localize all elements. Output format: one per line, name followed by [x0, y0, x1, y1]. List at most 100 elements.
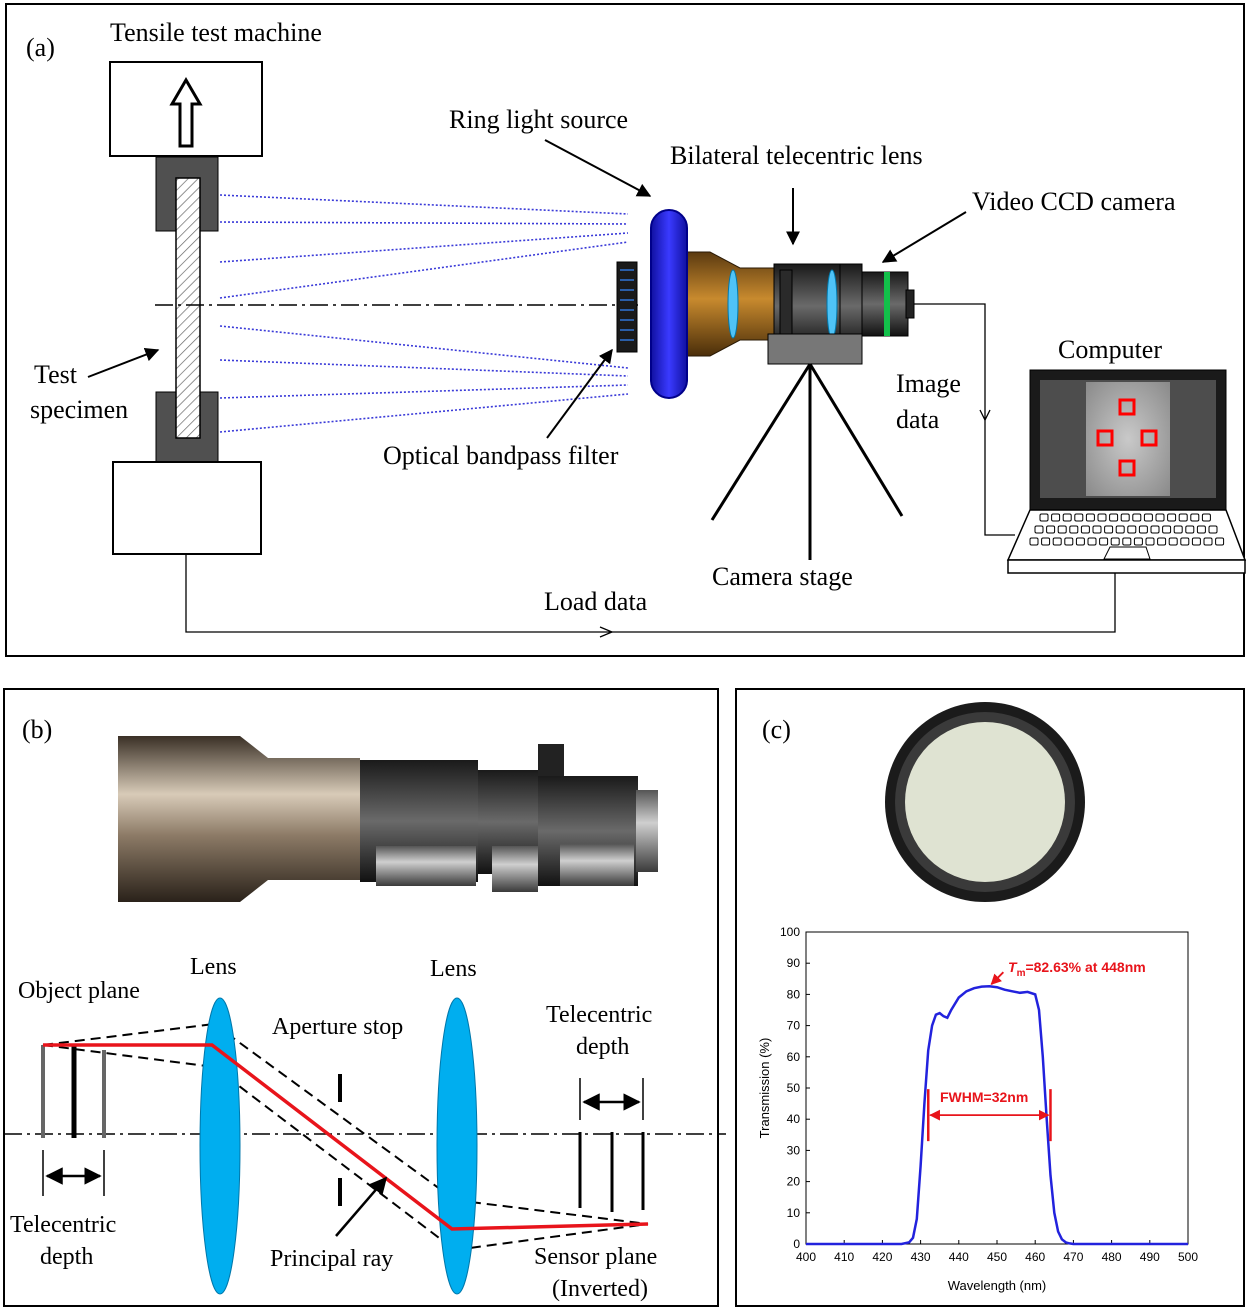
telecentric-lens-label: Bilateral telecentric lens — [670, 141, 923, 170]
lens-element-2 — [826, 269, 838, 339]
key-1-15 — [1208, 525, 1218, 534]
key-2-6 — [1099, 537, 1109, 546]
key-2-1 — [1041, 537, 1051, 546]
key-1-5 — [1092, 525, 1102, 534]
object-planes — [41, 1045, 106, 1138]
aperture-stop-label: Aperture stop — [272, 1014, 403, 1040]
key-1-1 — [1046, 525, 1056, 534]
key-2-13 — [1180, 537, 1190, 546]
specimen-pointer — [87, 348, 160, 378]
y-tick-label-5: 50 — [787, 1081, 801, 1095]
laptop-touchpad — [1103, 546, 1151, 560]
load-data-cable — [185, 554, 1116, 633]
key-1-2 — [1057, 525, 1067, 534]
key-1-4 — [1080, 525, 1090, 534]
test-specimen — [175, 177, 201, 439]
x-tick-label-5: 450 — [987, 1250, 1007, 1264]
peak-label-symbol: T — [1008, 959, 1018, 975]
tele-depth-right-label-2: depth — [576, 1034, 629, 1060]
y-tick-label-3: 30 — [787, 1143, 801, 1157]
ccd-camera-label: Video CCD camera — [972, 187, 1176, 216]
lens-left — [199, 997, 241, 1295]
filter-pointer — [546, 348, 613, 439]
key-1-0 — [1034, 525, 1044, 534]
lens-element-1 — [727, 269, 739, 339]
key-2-2 — [1052, 537, 1062, 546]
sensor-plane-label-1: Sensor plane — [534, 1244, 657, 1270]
key-2-9 — [1133, 537, 1143, 546]
key-2-5 — [1087, 537, 1097, 546]
key-1-11 — [1162, 525, 1172, 534]
ccd-camera-connector — [905, 289, 915, 319]
key-0-4 — [1085, 513, 1095, 522]
pull-direction-arrow-icon — [169, 77, 203, 148]
peak-label-subscript: m — [1017, 968, 1026, 979]
principal-ray-pointer — [335, 1176, 388, 1237]
y-tick-label-6: 60 — [787, 1050, 801, 1064]
lens-right-label: Lens — [430, 956, 477, 982]
key-1-12 — [1173, 525, 1183, 534]
x-tick-label-2: 420 — [872, 1250, 892, 1264]
telecentric-lens-photo — [118, 736, 658, 902]
laptop-keys — [1029, 513, 1225, 546]
panel-b-frame — [3, 688, 719, 1307]
key-0-13 — [1190, 513, 1200, 522]
machine-title: Tensile test machine — [110, 18, 322, 47]
key-2-7 — [1110, 537, 1120, 546]
key-0-7 — [1120, 513, 1130, 522]
y-tick-label-9: 90 — [787, 956, 801, 970]
key-1-13 — [1185, 525, 1195, 534]
tripod-legs — [710, 363, 904, 560]
specimen-label-2: specimen — [30, 395, 128, 424]
ccd-camera-band — [884, 272, 890, 336]
panel-b: (b) — [3, 688, 726, 1307]
image-data-arrow-icon — [979, 409, 991, 422]
y-tick-label-2: 20 — [787, 1175, 801, 1189]
y-tick-label-7: 70 — [787, 1019, 801, 1033]
key-2-16 — [1215, 537, 1225, 546]
marginal-rays — [42, 1023, 649, 1251]
x-axis-label: Wavelength (nm) — [948, 1278, 1047, 1293]
key-0-14 — [1201, 513, 1211, 522]
key-0-2 — [1062, 513, 1072, 522]
y-tick-label-1: 10 — [787, 1206, 801, 1220]
key-0-9 — [1143, 513, 1153, 522]
key-1-8 — [1127, 525, 1137, 534]
x-tick-label-1: 410 — [834, 1250, 854, 1264]
key-1-14 — [1196, 525, 1206, 534]
illumination-rays — [219, 194, 629, 433]
x-tick-label-6: 460 — [1025, 1250, 1045, 1264]
sensor-plane-label-2: (Inverted) — [552, 1276, 648, 1302]
x-tick-label-3: 430 — [911, 1250, 931, 1264]
x-tick-label-8: 480 — [1102, 1250, 1122, 1264]
key-0-3 — [1074, 513, 1084, 522]
transmission-curve — [806, 985, 1188, 1246]
key-2-0 — [1029, 537, 1039, 546]
lens-left-label: Lens — [190, 954, 237, 980]
lens-ring — [779, 269, 793, 343]
panel-b-label: (b) — [22, 715, 52, 744]
key-0-1 — [1051, 513, 1061, 522]
panel-c-label: (c) — [762, 715, 791, 744]
fwhm-label: FWHM=32nm — [940, 1089, 1028, 1105]
sensor-planes — [578, 1132, 645, 1212]
peak-label-value: =82.63% at 448nm — [1025, 959, 1145, 975]
principal-ray-label: Principal ray — [270, 1246, 393, 1272]
key-2-4 — [1075, 537, 1085, 546]
tele-depth-left-label-2: depth — [40, 1244, 93, 1270]
x-tick-label-9: 490 — [1140, 1250, 1160, 1264]
key-2-10 — [1145, 537, 1155, 546]
filter-label: Optical bandpass filter — [383, 441, 619, 470]
key-0-12 — [1178, 513, 1188, 522]
ring-light-pointer — [544, 139, 652, 197]
key-2-15 — [1203, 537, 1213, 546]
specimen-label-1: Test — [34, 360, 78, 389]
filter-ribs — [620, 269, 634, 341]
panel-a: (a) Tensile test machine — [5, 3, 1247, 657]
principal-ray — [43, 1043, 649, 1231]
key-0-10 — [1155, 513, 1165, 522]
